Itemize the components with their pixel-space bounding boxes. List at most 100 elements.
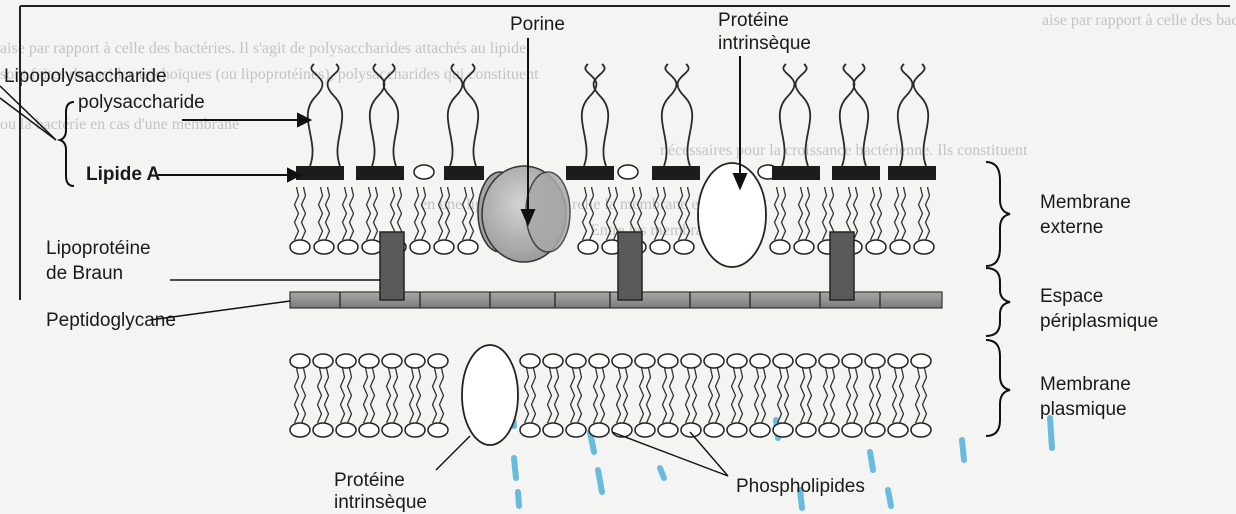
phospholipid-tails (439, 187, 450, 240)
phospholipid-head (578, 240, 598, 254)
phospholipid-head (681, 354, 701, 368)
phospholipid-head (336, 354, 356, 368)
phospholipid-tails (433, 368, 444, 423)
phospholipid-head (566, 423, 586, 437)
label-proteine-intrinseque-bottom-line2: intrinsèque (334, 492, 427, 513)
phospholipid-tails (415, 187, 426, 240)
phospholipid-head (405, 354, 425, 368)
phospholipid-tails (367, 187, 378, 240)
phospholipid-tails (895, 187, 906, 240)
phospholipid-head (866, 240, 886, 254)
lipid-a-block (444, 166, 484, 180)
region-braces (986, 162, 1010, 436)
phospholipid-head (650, 240, 670, 254)
phospholipid-head (336, 423, 356, 437)
phospholipid-head (520, 354, 540, 368)
phospholipid-head (770, 240, 790, 254)
phospholipid-head (405, 423, 425, 437)
label-lipide-a: Lipide A (86, 164, 160, 185)
phospholipid-tails (799, 187, 810, 240)
phospholipid-tails (870, 368, 881, 423)
phospholipid-head (290, 423, 310, 437)
phospholipid-tails (775, 187, 786, 240)
phospholipid-head (796, 354, 816, 368)
phospholipid-tails (583, 187, 594, 240)
phospholipid-head (773, 354, 793, 368)
lipid-a-block (832, 166, 880, 180)
label-proteine-intrinseque-top-line2: intrinsèque (718, 33, 811, 54)
label-espace-line2: périplasmique (1040, 311, 1158, 332)
phospholipid-head (914, 240, 934, 254)
label-lipopolysaccharide: Lipopolysaccharide (4, 66, 167, 87)
label-phospholipides: Phospholipides (736, 476, 865, 497)
phospholipid-tails (847, 368, 858, 423)
lipid-a-blocks (296, 166, 936, 180)
phospholipid-tails (686, 368, 697, 423)
plasma-membrane-protein-icon (462, 345, 518, 445)
polysaccharide-chain (854, 64, 869, 166)
phospholipid-head (314, 240, 334, 254)
phospholipid-head (773, 423, 793, 437)
phospholipid-tails (318, 368, 329, 423)
phospholipid-head (911, 354, 931, 368)
polysaccharide-chain (308, 64, 323, 166)
phospholipid-head (888, 423, 908, 437)
phospholipid-tails (607, 187, 618, 240)
phospholipid-head (842, 354, 862, 368)
phospholipid-head (290, 354, 310, 368)
label-polysaccharide: polysaccharide (78, 92, 205, 113)
phospholipid-head (819, 423, 839, 437)
phospholipid-head (410, 240, 430, 254)
phospholipid-head (796, 423, 816, 437)
phospholipid-head (890, 240, 910, 254)
phospholipid-head (750, 423, 770, 437)
phospholipid-head (520, 423, 540, 437)
phospholipid-head (658, 423, 678, 437)
label-membrane-plasmique-line1: Membrane (1040, 374, 1131, 395)
phospholipid-head (313, 354, 333, 368)
polysaccharide-chain (448, 64, 463, 166)
phospholipid-tails (679, 187, 690, 240)
label-espace-line1: Espace (1040, 286, 1103, 307)
phospholipid-head (865, 423, 885, 437)
phospholipid-tails (364, 368, 375, 423)
phospholipid-head (382, 354, 402, 368)
phospholipid-head (618, 165, 638, 179)
phospholipid-head (842, 423, 862, 437)
label-peptidoglycane: Peptidoglycane (46, 310, 176, 331)
phospholipid-head (566, 354, 586, 368)
label-lipoproteine-line2: de Braun (46, 263, 123, 284)
phospholipid-head (428, 354, 448, 368)
lps-left-brace (0, 86, 74, 186)
polysaccharide-chain (384, 64, 399, 166)
phospholipid-tails (617, 368, 628, 423)
polysaccharide-chain (582, 64, 597, 166)
phospholipid-head (589, 354, 609, 368)
polysaccharide-chain (662, 64, 677, 166)
phospholipid-head (458, 240, 478, 254)
polysaccharide-chain (678, 64, 693, 166)
polysaccharide-chain (914, 64, 929, 166)
lipid-a-block (772, 166, 820, 180)
polysaccharide-chain (840, 64, 855, 166)
phospholipid-tails (709, 368, 720, 423)
phospholipid-tails (525, 368, 536, 423)
phospholipid-head (612, 354, 632, 368)
polysaccharide-chain (464, 64, 479, 166)
phospholipid-tails (548, 368, 559, 423)
phospholipid-tails (893, 368, 904, 423)
polysaccharide-chain (796, 64, 811, 166)
phospholipid-tails (755, 368, 766, 423)
phospholipid-head (428, 423, 448, 437)
phospholipid-head (727, 354, 747, 368)
label-membrane-externe-line2: externe (1040, 217, 1103, 238)
phospholipid-head (794, 240, 814, 254)
phospholipid-head (674, 240, 694, 254)
phospholipid-head (359, 423, 379, 437)
phospholipid-tails (640, 368, 651, 423)
phospholipid-head (888, 354, 908, 368)
phospholipid-tails (343, 187, 354, 240)
label-membrane-plasmique-line2: plasmique (1040, 399, 1127, 420)
phospholipid-tails (319, 187, 330, 240)
